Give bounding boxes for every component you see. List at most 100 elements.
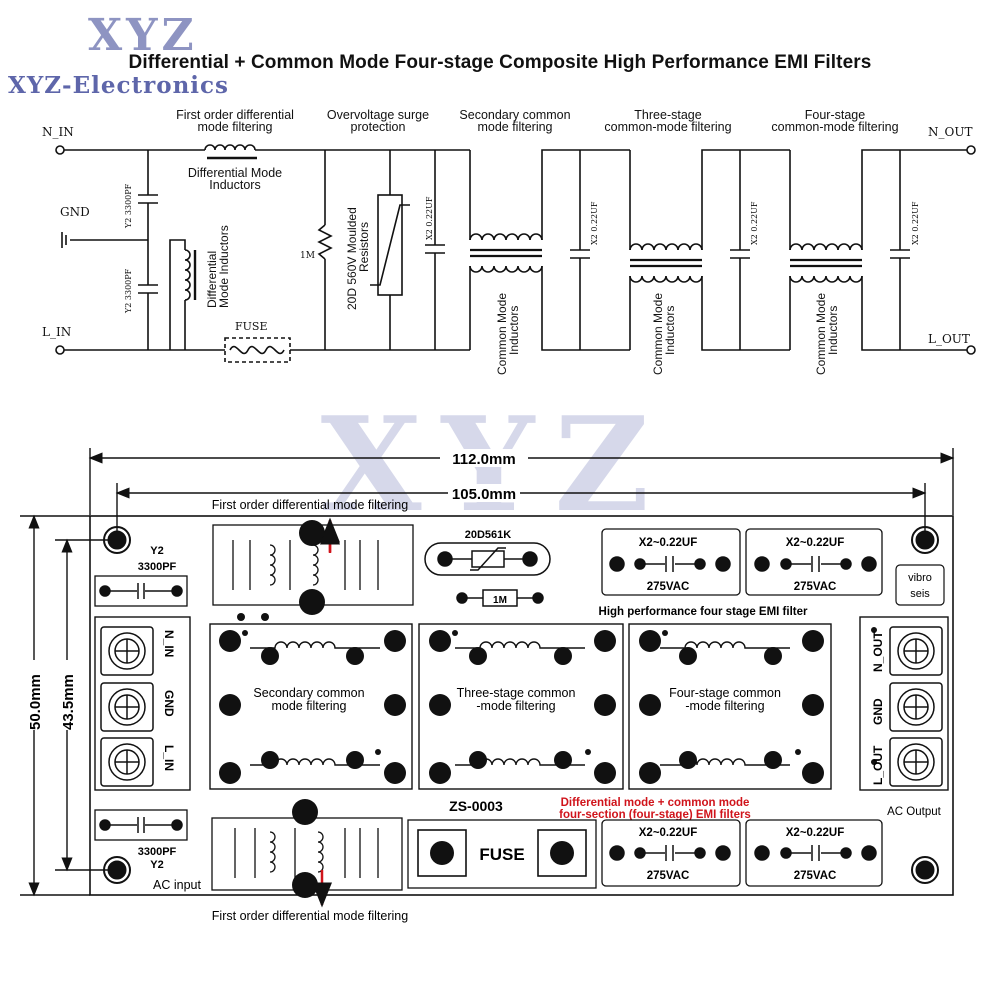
cm-inductors-2-l1: Common Mode (651, 293, 665, 375)
x2-cap-bottom-2-voltage: 275VAC (794, 870, 837, 882)
resistor-1m (317, 224, 333, 260)
cm-inductors-3-l2: Inductors (826, 306, 840, 355)
cm-inductors-1-l1: Common Mode (495, 293, 509, 375)
board-label-gnd-out: GND (871, 698, 885, 725)
stage-third-l1: Three-stage (634, 108, 701, 122)
vibro-label-l2: seis (910, 588, 930, 600)
x2-cap-top-2 (745, 528, 883, 596)
label-y2-cap-bottom: Y2 3300PF (124, 268, 133, 314)
x2-cap-bottom-1 (601, 819, 741, 887)
dim-hole-height: 43.5mm (60, 674, 77, 730)
cm-inductor-1-top (469, 233, 543, 241)
hp-label: High performance four stage EMI filter (599, 606, 808, 618)
three-stage-l1: Three-stage common (457, 686, 576, 700)
board-label-l-out: L_OUT (871, 745, 885, 785)
cm-block-four-stage (628, 623, 832, 790)
label-x2-cap-3: X2 0.22UF (750, 201, 759, 245)
cm-inductor-3-bottom (789, 275, 863, 283)
x2-cap-top-1-label: X2~0.22UF (639, 537, 698, 549)
label-l-out: L_OUT (928, 332, 970, 346)
stage-first-l2: mode filtering (197, 120, 272, 134)
red-note-l1: Differential mode + common mode (561, 797, 750, 809)
three-stage-l2: -mode filtering (476, 699, 555, 713)
vibroseis-box (895, 564, 945, 606)
y2-cap-top-box (94, 575, 188, 607)
y2-label-top: Y2 (150, 545, 163, 557)
resistor-label: 1M (493, 595, 507, 606)
model-label: ZS-0003 (449, 798, 503, 814)
cap-3300-label-top: 3300PF (138, 561, 177, 573)
cm-block-secondary (209, 623, 413, 790)
stage-fourth-l1: Four-stage (805, 108, 865, 122)
x2-cap-bottom-2 (745, 819, 883, 887)
label-1m: 1M (300, 251, 315, 261)
dm-inductors-top-l1: Differential Mode (188, 166, 282, 180)
four-stage-l2: -mode filtering (685, 699, 764, 713)
cm-block-three-stage (418, 623, 624, 790)
cm-inductor-2-bottom (629, 275, 703, 283)
mount-hole-tr (911, 526, 939, 554)
cm-inductor-2-top (629, 243, 703, 251)
stage-third-l2: common-mode filtering (604, 120, 731, 134)
pcb-outline (89, 515, 954, 896)
mount-hole-bl (103, 856, 131, 884)
ac-output-label: AC Output (887, 806, 941, 818)
vibro-label-l1: vibro (908, 572, 932, 584)
n-out-terminal (966, 145, 976, 155)
page-title: Differential + Common Mode Four-stage Co… (128, 52, 872, 73)
stage-surge-l2: protection (351, 120, 406, 134)
stage-surge-l1: Overvoltage surge (327, 108, 429, 122)
brand-logo-watermark: XYZ (88, 10, 198, 61)
cap-3300-label-bottom: 3300PF (138, 846, 177, 858)
label-n-in: N_IN (42, 125, 74, 139)
stage-fourth-l2: common-mode filtering (771, 120, 898, 134)
l-out-terminal (966, 345, 976, 355)
varistor-l2: Resistors (357, 222, 371, 272)
dim-total-height: 50.0mm (27, 674, 44, 730)
board-label-n-in: N_IN (162, 630, 176, 657)
cm-inductors-1-l2: Inductors (507, 306, 521, 355)
red-note-l2: four-section (four-stage) EMI filters (559, 809, 751, 821)
fuse-label: FUSE (479, 845, 524, 864)
dim-total-width: 112.0mm (452, 451, 515, 468)
label-fuse: FUSE (235, 320, 267, 333)
brand-name-watermark: XYZ-Electronics (8, 72, 230, 99)
x2-cap-bottom-2-label: X2~0.22UF (786, 827, 845, 839)
board-logo-watermark: XYZ (321, 400, 670, 541)
label-x2-cap-1: X2 0.22UF (425, 196, 434, 240)
sec-stage-l1: Secondary common (253, 686, 364, 700)
output-terminal-block (859, 616, 949, 791)
n-in-terminal (55, 145, 65, 155)
sec-stage-l2: mode filtering (271, 699, 346, 713)
x2-cap-top-2-label: X2~0.22UF (786, 537, 845, 549)
cm-inductor-1-bottom (469, 265, 543, 273)
mount-hole-br (911, 856, 939, 884)
label-x2-cap-2: X2 0.22UF (590, 201, 599, 245)
dm-inductor-side (184, 249, 191, 301)
x2-cap-top-2-voltage: 275VAC (794, 581, 837, 593)
first-order-label-bottom: First order differential mode filtering (212, 909, 408, 923)
x2-cap-bottom-1-voltage: 275VAC (647, 870, 690, 882)
stage-second-l1: Secondary common (459, 108, 570, 122)
varistor-footprint (424, 542, 551, 576)
varistor-l1: 20D 560V Moulded (345, 207, 359, 310)
dim-hole-width: 105.0mm (452, 486, 516, 503)
cm-inductors-2-l2: Inductors (663, 306, 677, 355)
dm-inductor-top (204, 144, 256, 151)
x2-cap-top-1-voltage: 275VAC (647, 581, 690, 593)
dm-inductors-top-l2: Inductors (209, 178, 260, 192)
l-in-terminal (55, 345, 65, 355)
y2-cap-bottom-box (94, 809, 188, 841)
mount-hole-tl (103, 526, 131, 554)
dm-inductors-side-l1: Differential (205, 251, 219, 308)
label-l-in: L_IN (42, 325, 71, 339)
cm-inductor-3-top (789, 243, 863, 251)
x2-cap-bottom-1-label: X2~0.22UF (639, 827, 698, 839)
schematic-diagram: First order differential mode filtering … (42, 108, 976, 375)
label-n-out: N_OUT (928, 125, 972, 139)
label-x2-cap-4: X2 0.22UF (911, 201, 920, 245)
varistor-label: 20D561K (465, 529, 512, 541)
label-gnd: GND (60, 205, 90, 219)
board-label-gnd: GND (162, 690, 176, 717)
pcb-layout-diagram: XYZ 112.0mm 105.0mm 50.0mm 43.5mm First … (20, 400, 955, 923)
